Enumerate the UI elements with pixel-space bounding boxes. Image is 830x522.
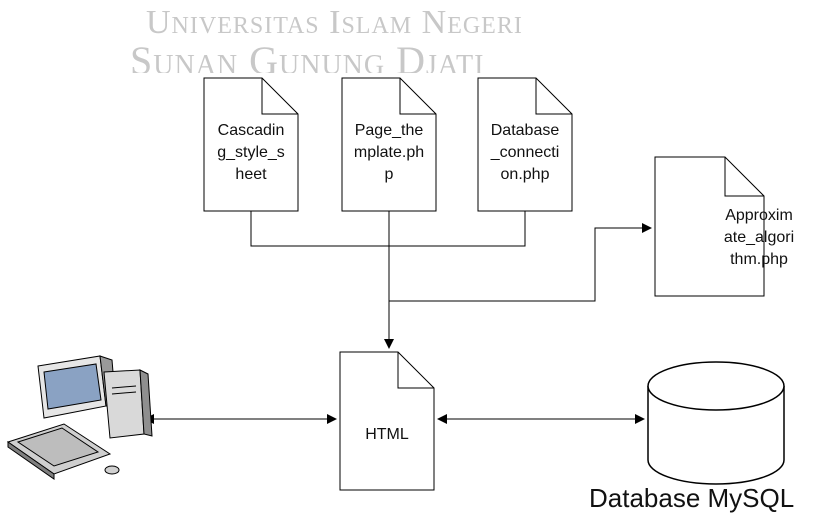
- document-icon-page-template: [341, 77, 437, 212]
- css-document-label: Cascadin g_style_s heet: [217, 122, 285, 183]
- database-cylinder-icon: [647, 361, 785, 485]
- computer-icon: [6, 355, 153, 480]
- watermark-line-2: Sunan Gunung Djati: [130, 38, 485, 73]
- connector-lines: [250, 211, 652, 349]
- page-template-document-label: Page_the mplate.ph p: [353, 122, 425, 183]
- document-icon-css: [203, 77, 299, 212]
- document-icon-db-connection: [477, 77, 573, 212]
- watermark-line-1: Universitas Islam Negeri: [146, 4, 523, 41]
- document-icon-algorithm: [654, 156, 765, 297]
- algorithm-document-label: Approxim ate_algori thm.php: [723, 207, 795, 268]
- html-document-label: HTML: [365, 426, 409, 443]
- db-connection-document-label: Database _connecti on.php: [490, 122, 560, 183]
- database-label: Database MySQL: [589, 483, 795, 513]
- document-icon-html: [339, 351, 435, 491]
